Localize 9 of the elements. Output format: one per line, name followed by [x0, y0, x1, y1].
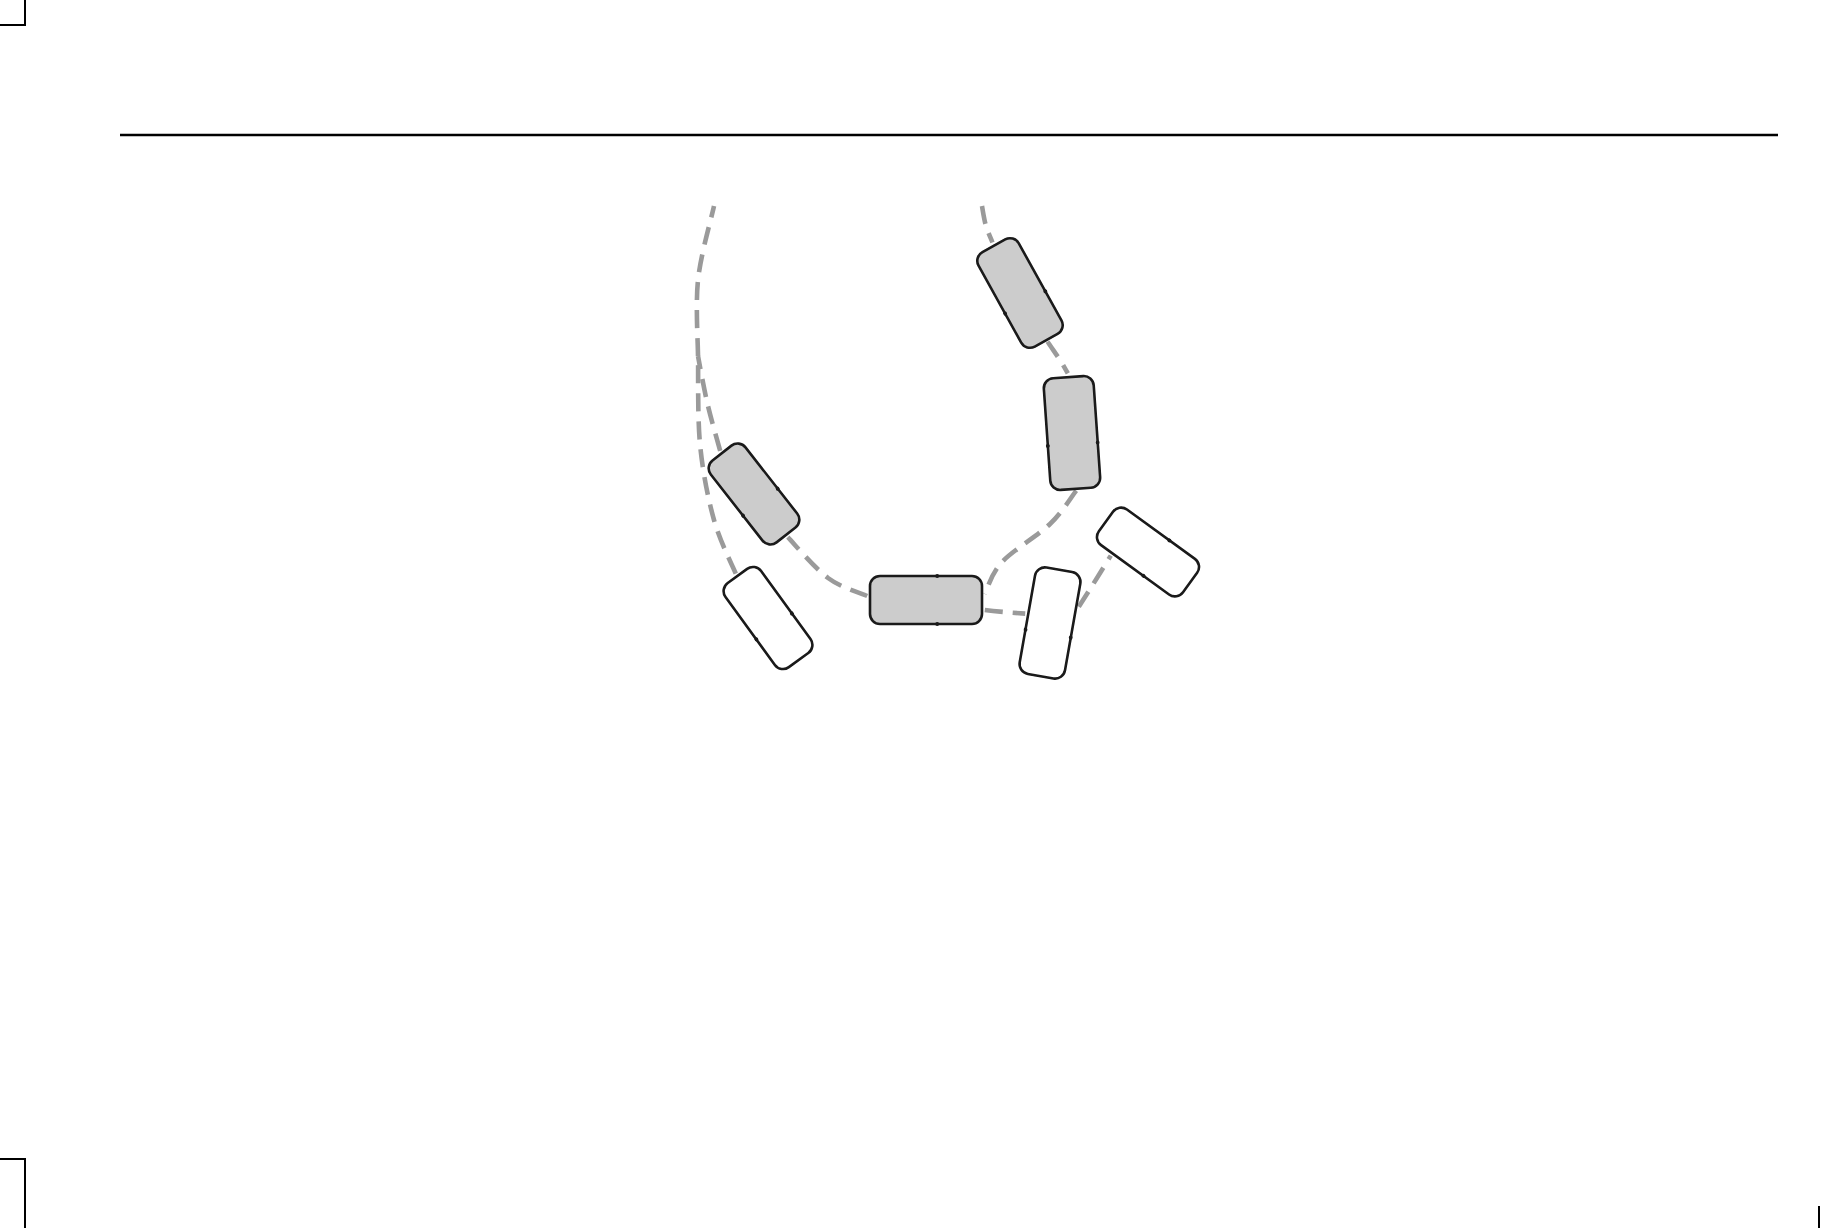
trajectory-line [695, 355, 723, 452]
car-icon [1041, 372, 1103, 492]
trajectory-line [1045, 340, 1070, 375]
trajectory-line [786, 535, 869, 599]
trajectory-line [979, 205, 995, 244]
trajectory-line [984, 607, 1026, 616]
trajectory-line [694, 205, 717, 357]
trajectory-line [1076, 554, 1113, 609]
car-icon [868, 574, 984, 626]
